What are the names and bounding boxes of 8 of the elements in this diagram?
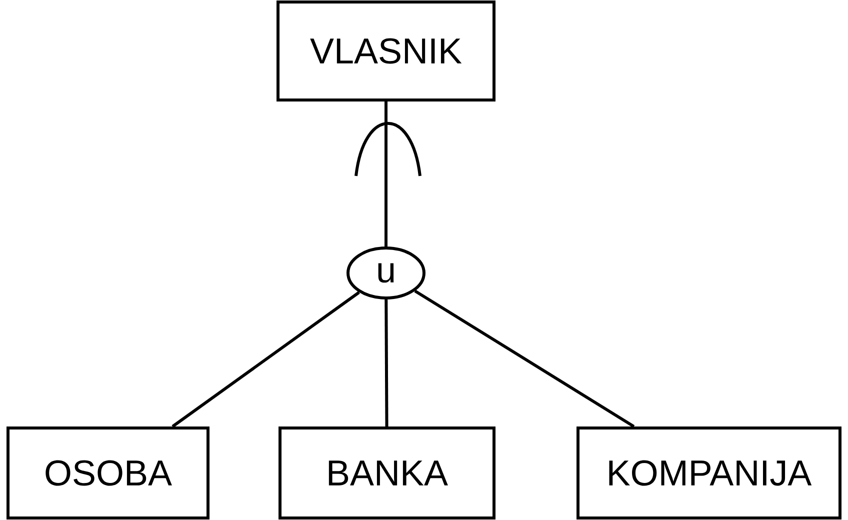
connector <box>172 291 360 428</box>
entity-box: OSOBA <box>6 426 210 520</box>
connector <box>354 100 422 248</box>
entity-box: VLASNIK <box>276 0 496 102</box>
connector <box>384 299 388 426</box>
connector <box>414 290 635 428</box>
entity-box: BANKA <box>278 426 496 520</box>
entity-box: KOMPANIJA <box>576 426 842 520</box>
